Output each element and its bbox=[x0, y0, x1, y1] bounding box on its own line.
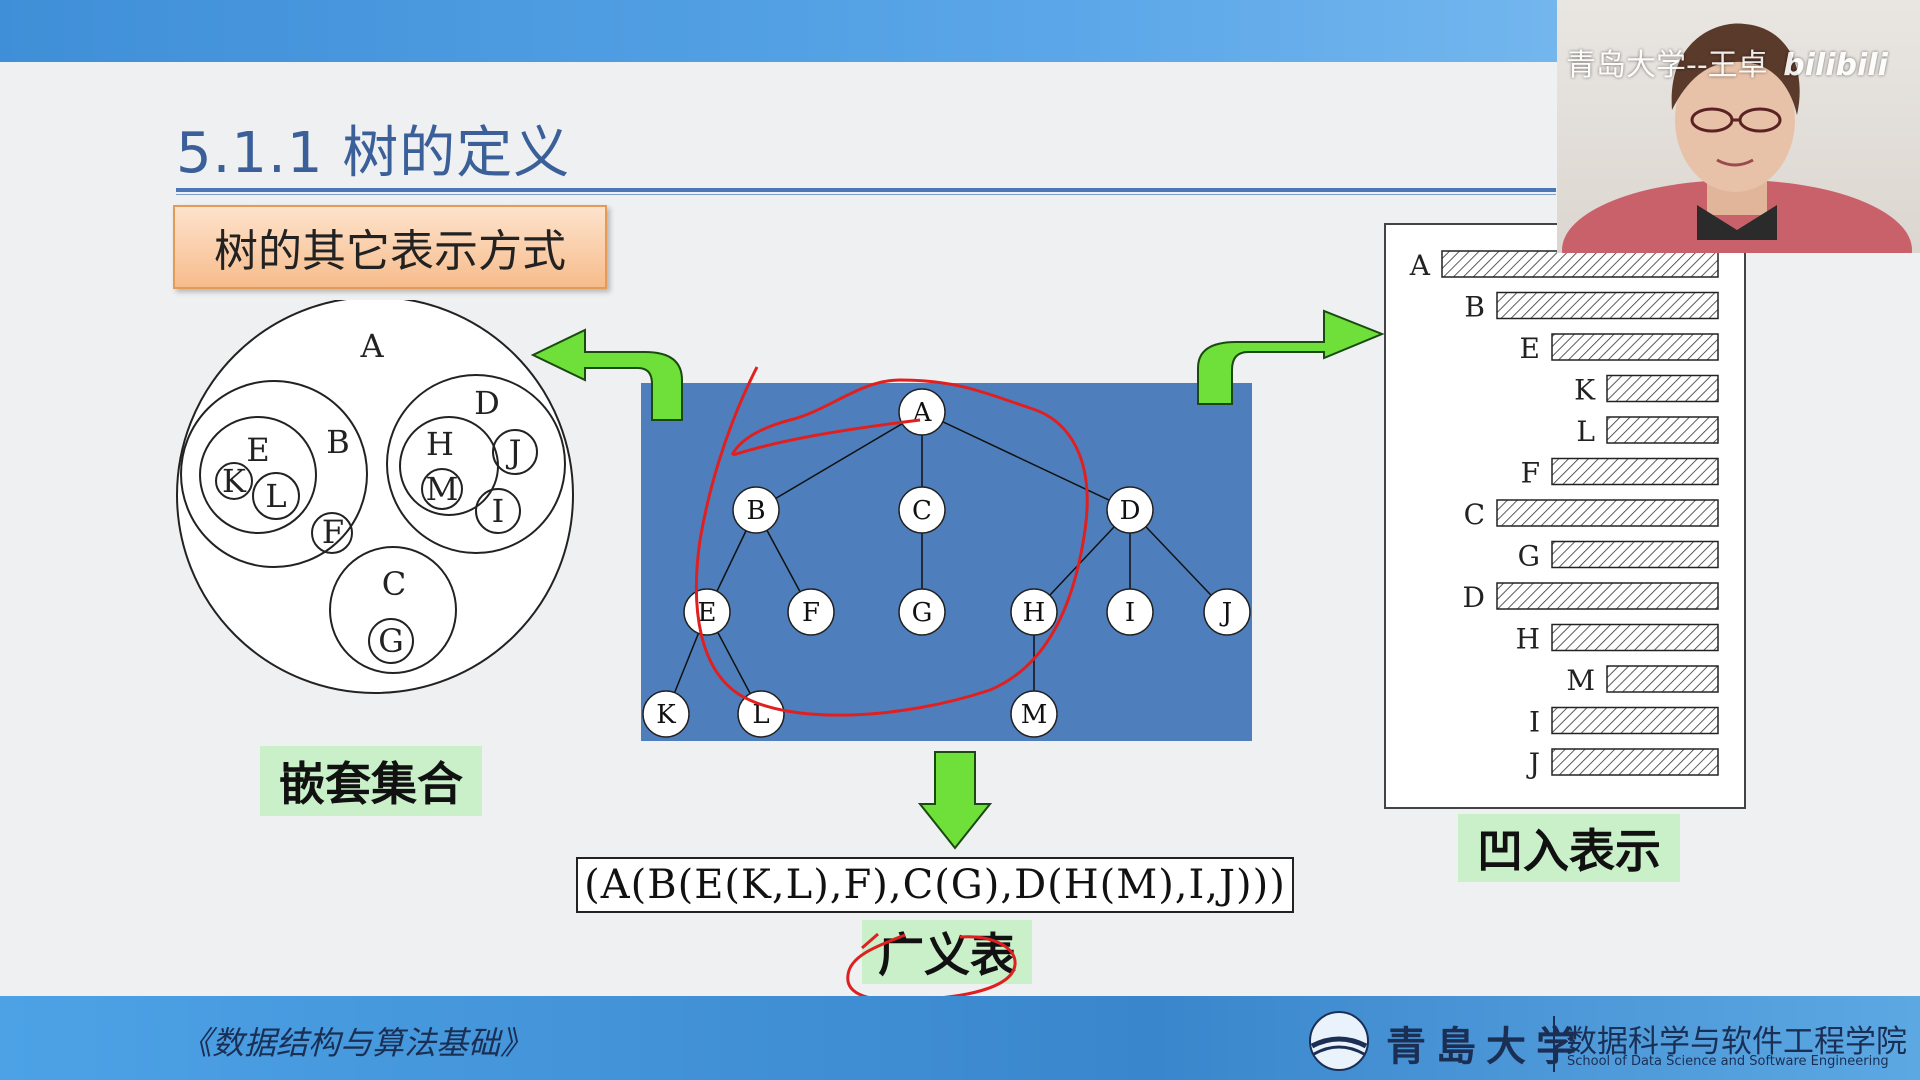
indent-label-D: D bbox=[1463, 581, 1485, 614]
indent-label-I: I bbox=[1529, 706, 1540, 739]
title-divider-thin bbox=[176, 194, 1556, 195]
tree-node-label-I: I bbox=[1125, 598, 1135, 628]
tree-node-C: C bbox=[898, 486, 946, 534]
title-divider bbox=[176, 188, 1556, 192]
nested-label-I: I bbox=[492, 492, 505, 530]
nested-label-F: F bbox=[322, 513, 344, 551]
tree-node-G: G bbox=[898, 588, 946, 636]
indent-bar-C bbox=[1496, 499, 1719, 527]
indented-label: 凹入表示 bbox=[1458, 814, 1680, 882]
tree-node-M: M bbox=[1010, 690, 1058, 738]
tree-node-A: A bbox=[898, 388, 946, 436]
indent-bar-M bbox=[1606, 665, 1719, 693]
footer-separator bbox=[1553, 1016, 1555, 1072]
indent-label-J: J bbox=[1526, 747, 1540, 780]
bilibili-brand: bilibili bbox=[1783, 48, 1888, 83]
indent-label-G: G bbox=[1518, 540, 1540, 573]
tree-node-F: F bbox=[787, 588, 835, 636]
arrow-down-icon bbox=[918, 751, 992, 850]
tree-node-label-F: F bbox=[802, 598, 820, 628]
indent-bar-B bbox=[1496, 291, 1719, 320]
tree-node-label-E: E bbox=[698, 598, 717, 628]
indent-label-C: C bbox=[1464, 498, 1485, 531]
tree-node-L: L bbox=[737, 690, 785, 738]
nested-set-diagram: A B E K L F D H M J I C G bbox=[176, 300, 574, 694]
tree-node-label-D: D bbox=[1120, 496, 1141, 526]
slide-footer bbox=[0, 996, 1920, 1080]
tree-diagram: A B C D E F G H I J K L M bbox=[642, 388, 1251, 738]
indent-label-B: B bbox=[1464, 291, 1485, 324]
indent-label-F: F bbox=[1521, 457, 1540, 490]
indent-bar-D bbox=[1496, 582, 1719, 610]
presenter-icon bbox=[1562, 23, 1912, 253]
indent-label-A: A bbox=[1409, 249, 1431, 282]
indent-bar-H bbox=[1551, 623, 1719, 652]
tree-node-label-H: H bbox=[1023, 598, 1046, 628]
generalized-list-label: 广义表 bbox=[862, 920, 1032, 984]
indent-bar-I bbox=[1551, 706, 1719, 735]
nested-label-H: H bbox=[426, 425, 454, 463]
indent-bar-E bbox=[1551, 333, 1719, 361]
nested-label-C: C bbox=[382, 565, 406, 603]
generalized-list-box: (A(B(E(K,L),F),C(G),D(H(M),I,J))) bbox=[576, 857, 1294, 913]
indent-bar-K bbox=[1606, 374, 1719, 403]
generalized-list-expression: (A(B(E(K,L),F),C(G),D(H(M),I,J))) bbox=[584, 862, 1286, 908]
nested-label-A: A bbox=[359, 327, 384, 365]
presenter-name: 青岛大学--王卓 bbox=[1566, 48, 1768, 83]
nested-label-J: J bbox=[506, 433, 522, 471]
footer-school-chinese: 数据科学与软件工程学院 bbox=[1566, 1024, 1907, 1060]
tree-node-label-B: B bbox=[746, 496, 765, 526]
indent-bar-J bbox=[1551, 748, 1719, 776]
tree-node-I: I bbox=[1106, 588, 1154, 636]
indent-label-M: M bbox=[1566, 664, 1595, 697]
indent-bar-A bbox=[1441, 250, 1719, 278]
indent-label-K: K bbox=[1574, 374, 1596, 407]
tree-node-label-G: G bbox=[912, 598, 933, 628]
subtitle-box: 树的其它表示方式 bbox=[173, 205, 607, 289]
tree-node-label-M: M bbox=[1021, 700, 1048, 730]
nested-label-L: L bbox=[265, 477, 286, 515]
slide-title: 5.1.1 树的定义 bbox=[176, 121, 571, 186]
webcam-overlay-text: 青岛大学--王卓 bilibili bbox=[1566, 40, 1888, 84]
nested-label-K: K bbox=[222, 462, 247, 500]
tree-node-label-A: A bbox=[912, 398, 933, 428]
tree-node-J: J bbox=[1203, 588, 1251, 636]
tree-node-label-L: L bbox=[752, 700, 769, 730]
tree-node-label-K: K bbox=[656, 700, 676, 730]
tree-edge-A-D bbox=[921, 411, 1131, 511]
nested-label-D: D bbox=[474, 384, 500, 422]
nested-label-E: E bbox=[246, 431, 269, 469]
arrow-right-icon bbox=[1197, 309, 1385, 405]
indent-label-E: E bbox=[1520, 332, 1540, 365]
tree-node-E: E bbox=[683, 588, 731, 636]
tree-node-label-J: J bbox=[1219, 598, 1232, 628]
subtitle-text: 树的其它表示方式 bbox=[214, 226, 566, 277]
tree-node-H: H bbox=[1010, 588, 1058, 636]
tree-node-K: K bbox=[642, 690, 690, 738]
university-logo-icon bbox=[1309, 1011, 1369, 1071]
arrow-left-icon bbox=[530, 328, 683, 421]
nested-label-B: B bbox=[326, 423, 350, 461]
footer-university: 青島大学 bbox=[1386, 1023, 1586, 1070]
footer-book-title: 《数据结构与算法基础》 bbox=[180, 1024, 533, 1062]
nested-label-G: G bbox=[378, 622, 404, 660]
nested-set-label: 嵌套集合 bbox=[260, 746, 482, 816]
indent-bar-F bbox=[1551, 457, 1719, 486]
tree-edge-A-B bbox=[755, 411, 923, 511]
webcam-video bbox=[1557, 0, 1920, 253]
tree-node-label-C: C bbox=[912, 496, 932, 526]
indent-label-L: L bbox=[1576, 415, 1595, 448]
tree-node-D: D bbox=[1106, 486, 1154, 534]
tree-node-B: B bbox=[732, 486, 780, 534]
nested-label-M: M bbox=[426, 470, 459, 508]
indent-bar-L bbox=[1606, 416, 1719, 444]
footer-school-english: School of Data Science and Software Engi… bbox=[1567, 1054, 1889, 1069]
indent-bar-G bbox=[1551, 540, 1719, 569]
indent-label-H: H bbox=[1516, 623, 1540, 656]
